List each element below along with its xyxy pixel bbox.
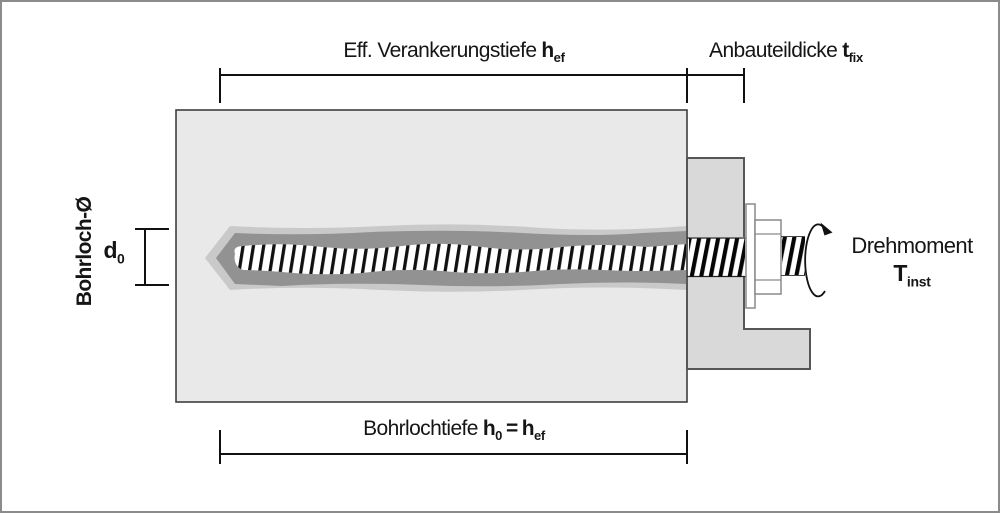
label-torque-symbol: T	[893, 260, 907, 286]
label-torque-subscript: inst	[906, 273, 931, 290]
hex-nut	[754, 219, 782, 295]
label-bohrloch-text: Bohrloch-Ø	[73, 196, 96, 307]
label-d0: d0	[94, 237, 134, 272]
label-h0-text: Bohrlochtiefe	[363, 417, 478, 440]
label-d0-symbol: d	[103, 237, 118, 263]
dim-diameter-bracket	[135, 228, 169, 286]
rotation-arrow-icon	[804, 222, 833, 298]
label-hef2-subscript: ef	[533, 428, 545, 444]
label-torque: Drehmoment Tinst	[832, 233, 992, 295]
label-hef-subscript: ef	[553, 50, 565, 66]
dim-top	[219, 68, 745, 103]
label-tfix-text: Anbauteildicke	[709, 39, 838, 62]
label-tfix-subscript: fix	[848, 50, 864, 66]
label-hef2-symbol: h	[521, 417, 535, 440]
label-tfix-symbol: t	[842, 39, 849, 62]
fixture-bracket	[686, 157, 811, 370]
dim-bottom	[219, 430, 688, 464]
label-h0-subscript: 0	[495, 428, 503, 444]
label-d0-subscript: 0	[116, 250, 125, 267]
screw-tip	[782, 237, 805, 275]
label-h0-symbol: h	[482, 417, 496, 440]
label-torque-text: Drehmoment	[851, 233, 973, 258]
label-torque-symbol-line: Tinst	[832, 260, 992, 295]
screw-thread-pattern	[234, 243, 687, 275]
screw-section-front	[689, 238, 745, 277]
washer	[745, 203, 756, 309]
label-equals: =	[506, 417, 518, 440]
label-hef-text: Eff. Verankerungstiefe	[343, 39, 537, 62]
label-hef-symbol: h	[541, 39, 554, 62]
